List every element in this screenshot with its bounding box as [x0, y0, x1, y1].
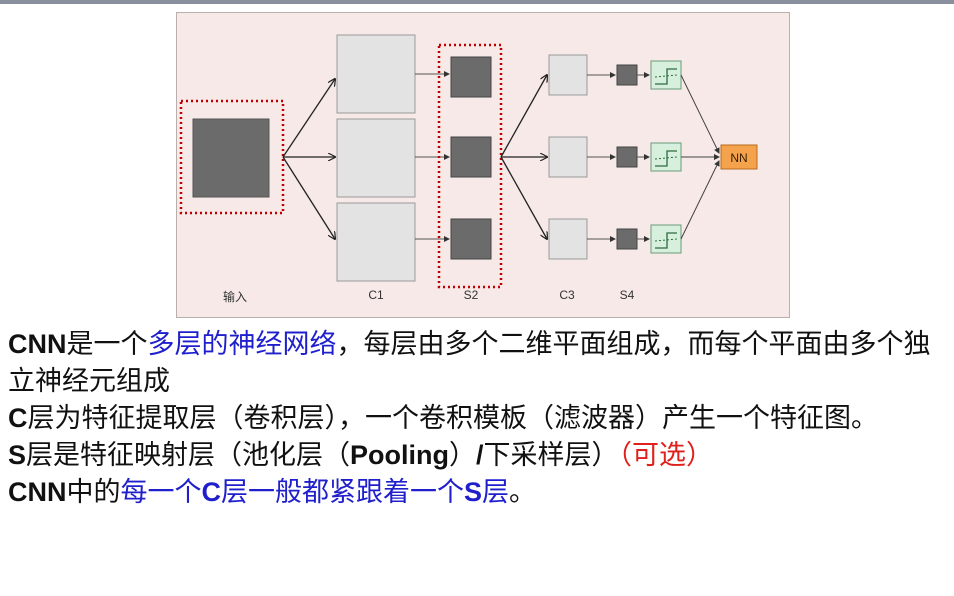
text-segment: 是一个 [66, 329, 148, 360]
arrow-input-c1-bot [282, 156, 335, 239]
c1-feature-map-2 [336, 118, 416, 198]
text-segment: ） [449, 440, 476, 471]
label-c1: C1 [368, 288, 384, 302]
text-segment: Pooling [350, 440, 449, 470]
c1-feature-map-3 [336, 202, 416, 282]
s4-pooled-map-1 [616, 64, 638, 86]
input-image [192, 118, 270, 198]
nn-classifier-box [720, 144, 758, 170]
text-segment: ，每层由多个二维平面组成，而每个平面由多个独立神经元组成 [8, 329, 931, 397]
nn-label: NN [730, 151, 747, 165]
c3-feature-map-3 [548, 218, 588, 260]
paragraph-s-layer: S层是特征映射层（池化层（Pooling）/下采样层）（可选） [8, 437, 948, 474]
s4-pooled-map-3 [616, 228, 638, 250]
label-c3: C3 [559, 288, 575, 302]
cnn-architecture-diagram: NN 输入 C1 S2 C3 S4 [176, 12, 790, 318]
sigmoid-function-icon [650, 142, 682, 172]
c3-feature-map-2 [548, 136, 588, 178]
text-segment: 。 [509, 477, 537, 508]
c3-feature-map-1 [548, 54, 588, 96]
top-divider [0, 0, 954, 4]
s2-dotted-highlight [437, 43, 503, 289]
text-segment: S [8, 440, 27, 470]
s4-pooled-map-2 [616, 146, 638, 168]
s2-pooled-map-2 [450, 136, 492, 178]
paragraph-c-layer: C层为特征提取层（卷积层），一个卷积模板（滤波器）产生一个特征图。 [8, 400, 948, 437]
s2-pooled-map-1 [450, 56, 492, 98]
text-segment: CNN [8, 477, 67, 507]
arrow-s2-c3-top [500, 75, 547, 158]
optional-note: （可选） [618, 440, 714, 471]
highlight-segment: S [464, 477, 483, 507]
arrow-input-c1-top [282, 79, 335, 158]
highlight-segment: 层 [482, 477, 510, 508]
highlight-segment: C [201, 477, 222, 507]
paragraph-cnn-definition: CNN是一个多层的神经网络，每层由多个二维平面组成，而每个平面由多个独立神经元组… [8, 326, 948, 400]
highlight-segment: 每一个 [120, 477, 202, 508]
text-segment: 下采样层） [483, 440, 619, 471]
text-segment: 层为特征提取层（卷积层），一个卷积模板（滤波器）产生一个特征图。 [27, 403, 879, 434]
arrow-act-nn-3 [680, 160, 720, 240]
highlight-segment: 层一般都紧跟着一个 [221, 477, 464, 508]
arrow-s2-c3-bot [500, 156, 547, 239]
label-s2: S2 [464, 288, 479, 302]
label-s4: S4 [620, 288, 635, 302]
paragraph-c-s-pairing: CNN中的每一个C层一般都紧跟着一个S层。 [8, 474, 948, 511]
text-segment: 中的 [66, 477, 121, 508]
text-segment: C [8, 403, 28, 433]
c1-feature-map-1 [336, 34, 416, 114]
text-segment: / [476, 440, 484, 470]
cnn-diagram-svg: NN 输入 C1 S2 C3 S4 [179, 34, 758, 304]
input-dotted-highlight [179, 99, 285, 215]
text-segment: 层是特征映射层（池化层（ [26, 440, 351, 471]
description-text: CNN是一个多层的神经网络，每层由多个二维平面组成，而每个平面由多个独立神经元组… [8, 326, 948, 511]
sigmoid-function-icon [650, 224, 682, 254]
text-segment: CNN [8, 329, 67, 359]
arrow-act-nn-1 [680, 74, 720, 154]
highlight-multilayer: 多层的神经网络 [147, 329, 337, 360]
label-input: 输入 [223, 289, 247, 304]
s2-pooled-map-3 [450, 218, 492, 260]
sigmoid-function-icon [650, 60, 682, 90]
